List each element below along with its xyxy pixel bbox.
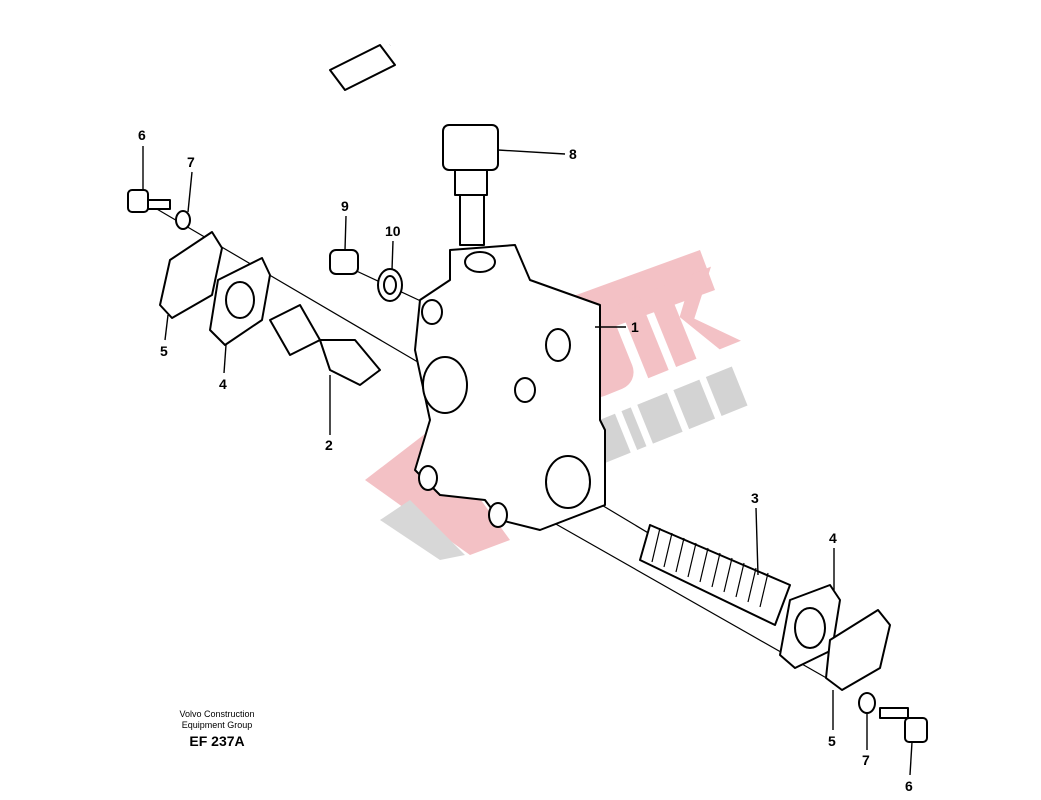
callout-1: 1: [631, 319, 639, 335]
callout-7-bottom: 7: [862, 752, 870, 768]
callout-4-left: 4: [219, 376, 227, 392]
callout-labels: 6 7 8 9 10 1 5 4 2 3 4 5 7 6: [138, 127, 913, 794]
bolt-part-6-bottom: [879, 707, 928, 743]
bolt-part-6-top: [127, 189, 171, 213]
drawing-code: EF 237A: [189, 733, 245, 749]
washer-part-7-top: [175, 210, 191, 230]
drawing-caption: Volvo Construction Equipment Group EF 23…: [150, 709, 284, 750]
company-line-2: Equipment Group: [181, 720, 253, 730]
callout-10: 10: [385, 223, 401, 239]
valve-body-part-1: [414, 244, 606, 531]
washer-part-10: [377, 268, 403, 302]
washer-part-7-bottom: [858, 692, 876, 714]
callout-5-left: 5: [160, 343, 168, 359]
callout-7-top: 7: [187, 154, 195, 170]
gasket-part-4-right: [779, 584, 841, 669]
gasket-part-4-left: [209, 257, 271, 346]
spool-part-2: [269, 304, 381, 386]
plug-part-9: [329, 249, 359, 275]
callout-leaders: [142, 146, 913, 776]
callout-5-right: 5: [828, 733, 836, 749]
spring-part-3: [639, 524, 791, 626]
callout-9: 9: [341, 198, 349, 214]
cover-part-5-left: [159, 231, 223, 319]
callout-8: 8: [569, 146, 577, 162]
callout-6-bottom: 6: [905, 778, 913, 794]
callout-4-right: 4: [829, 530, 837, 546]
callout-2: 2: [325, 437, 333, 453]
sensor-part-8: [329, 19, 499, 246]
callout-3: 3: [751, 490, 759, 506]
company-line-1: Volvo Construction: [179, 709, 255, 719]
cover-part-5-right: [825, 609, 891, 691]
callout-6-top: 6: [138, 127, 146, 143]
